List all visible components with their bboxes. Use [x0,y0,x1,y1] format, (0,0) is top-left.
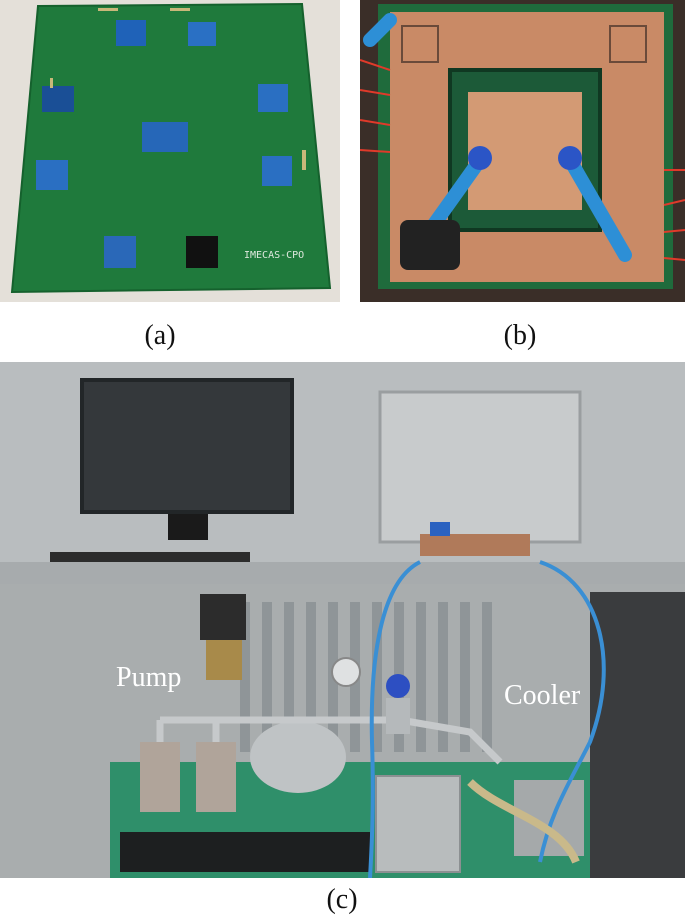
caption-c: (c) [326,884,358,915]
chip [186,236,218,268]
board-label: IMECAS-CPO [244,250,305,261]
pump-motor [200,594,246,640]
chip [258,84,288,112]
pump-label: Pump [116,662,182,693]
steel-box [375,775,461,873]
pcb-photo [0,0,340,302]
chip [142,122,188,152]
chip [104,236,136,268]
chip [116,20,146,46]
pump-head [196,742,236,812]
photo-panel-a: IMECAS-CPO [0,0,340,302]
cooler-label: Cooler [504,680,581,711]
caption-b: (b) [503,320,537,351]
photo-panel-c: Pump Cooler [0,362,685,878]
chip [188,22,216,46]
test-bench-photo [0,362,685,878]
chip [262,156,292,186]
chip [42,86,74,112]
pump-head [140,742,180,812]
photo-panel-b [360,0,685,302]
cold-plate-photo [360,0,685,302]
shelf [0,562,685,584]
chip [36,160,68,190]
caption-a: (a) [144,320,176,351]
